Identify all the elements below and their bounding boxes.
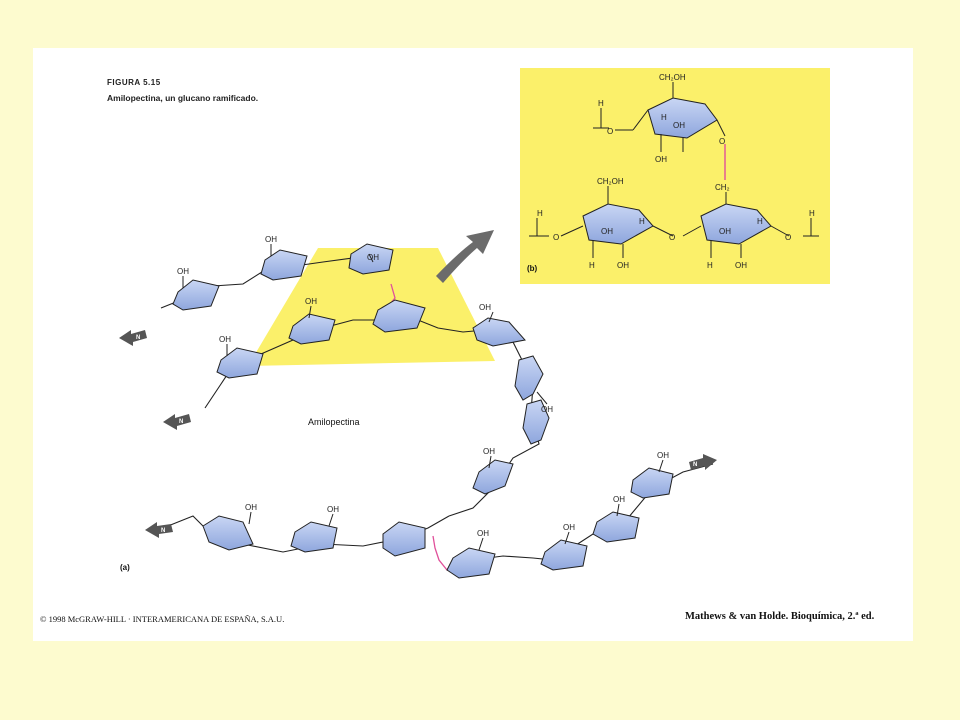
oh-label: OH	[305, 297, 317, 306]
o-label: O	[785, 233, 791, 242]
oh-label: OH	[563, 523, 575, 532]
oh-label: OH	[477, 529, 489, 538]
n-end-label: N	[161, 528, 165, 534]
chain-end-arrow-icon	[163, 414, 191, 430]
figure-slide: FIGURA 5.15 Amilopectina, un glucano ram…	[33, 48, 913, 641]
glucose-ring	[290, 521, 338, 553]
oh-labels: OH OH OH OH OH OH OH OH OH OH OH OH OH O…	[177, 235, 669, 538]
panel-a-label: (a)	[120, 563, 130, 572]
glucose-ring	[446, 547, 496, 579]
copyright-notice: © 1998 McGRAW-HILL · INTERAMERICANA DE E…	[40, 614, 285, 624]
chain-end-arrow-icon	[119, 330, 147, 346]
glucose-ring	[202, 515, 254, 551]
zoom-arrow-icon	[436, 230, 494, 283]
chain-end-arrows	[119, 330, 717, 538]
oh-label: OH	[673, 121, 685, 130]
glucose-ring	[172, 279, 220, 311]
o-label: O	[553, 233, 559, 242]
glucose-ring	[260, 249, 308, 281]
h-label: H	[639, 217, 645, 226]
ch2oh-label: CH₂OH	[659, 73, 686, 82]
oh-label: OH	[735, 261, 747, 270]
glucose-ring	[630, 467, 674, 499]
glucose-ring	[382, 521, 426, 557]
amylopectin-label: Amilopectina	[308, 417, 360, 427]
source-credit: Mathews & van Holde. Bioquímica, 2.ª ed.	[685, 611, 875, 622]
glucose-rings	[172, 243, 674, 579]
glucose-ring	[514, 355, 544, 401]
glucose-ring	[472, 317, 526, 347]
h-label: H	[598, 99, 604, 108]
oh-label: OH	[327, 505, 339, 514]
o-label: O	[669, 233, 675, 242]
oh-substituent-bonds	[182, 244, 664, 551]
oh-label: OH	[265, 235, 277, 244]
amylopectin-diagram: OH OH OH OH OH OH OH OH OH OH OH OH OH O…	[119, 68, 830, 579]
oh-label: OH	[219, 335, 231, 344]
figure-caption: Amilopectina, un glucano ramificado.	[107, 93, 259, 103]
n-end-label: N	[693, 462, 697, 468]
oh-label: OH	[719, 227, 731, 236]
oh-label: OH	[177, 267, 189, 276]
ch2-label: CH₂	[715, 183, 730, 192]
glucose-ring	[472, 459, 514, 495]
h-label: H	[661, 113, 667, 122]
chain-end-arrow-icon	[145, 522, 173, 538]
glucose-ring	[288, 313, 336, 345]
panel-b-label: (b)	[527, 264, 538, 273]
h-label: H	[707, 261, 713, 270]
h-label: H	[757, 217, 763, 226]
glucose-ring	[540, 539, 588, 571]
h-label: H	[537, 209, 543, 218]
glucose-ring	[522, 399, 550, 445]
h-label: H	[809, 209, 815, 218]
chain-end-arrow-icon	[689, 454, 717, 470]
n-end-label: N	[136, 335, 140, 341]
n-end-label: N	[179, 419, 183, 425]
oh-label: OH	[657, 451, 669, 460]
glucose-ring	[372, 299, 426, 333]
oh-label: OH	[617, 261, 629, 270]
ch2oh-label: CH₂OH	[597, 177, 624, 186]
panel-b-structure: CH₂OH OH OH O O CH₂OH CH₂ O OH OH O OH O…	[529, 73, 819, 270]
n-end-labels: N N N N	[136, 335, 697, 534]
figure-number: FIGURA 5.15	[107, 78, 161, 87]
glucose-ring	[592, 511, 640, 543]
glucose-ring	[216, 347, 264, 379]
o-label: O	[607, 127, 613, 136]
oh-label: OH	[367, 253, 379, 262]
o-label: O	[719, 137, 725, 146]
oh-label: OH	[245, 503, 257, 512]
oh-label: OH	[601, 227, 613, 236]
h-label: H	[589, 261, 595, 270]
oh-label: OH	[483, 447, 495, 456]
oh-label: OH	[479, 303, 491, 312]
oh-label: OH	[655, 155, 667, 164]
oh-label: OH	[541, 405, 553, 414]
oh-label: OH	[613, 495, 625, 504]
